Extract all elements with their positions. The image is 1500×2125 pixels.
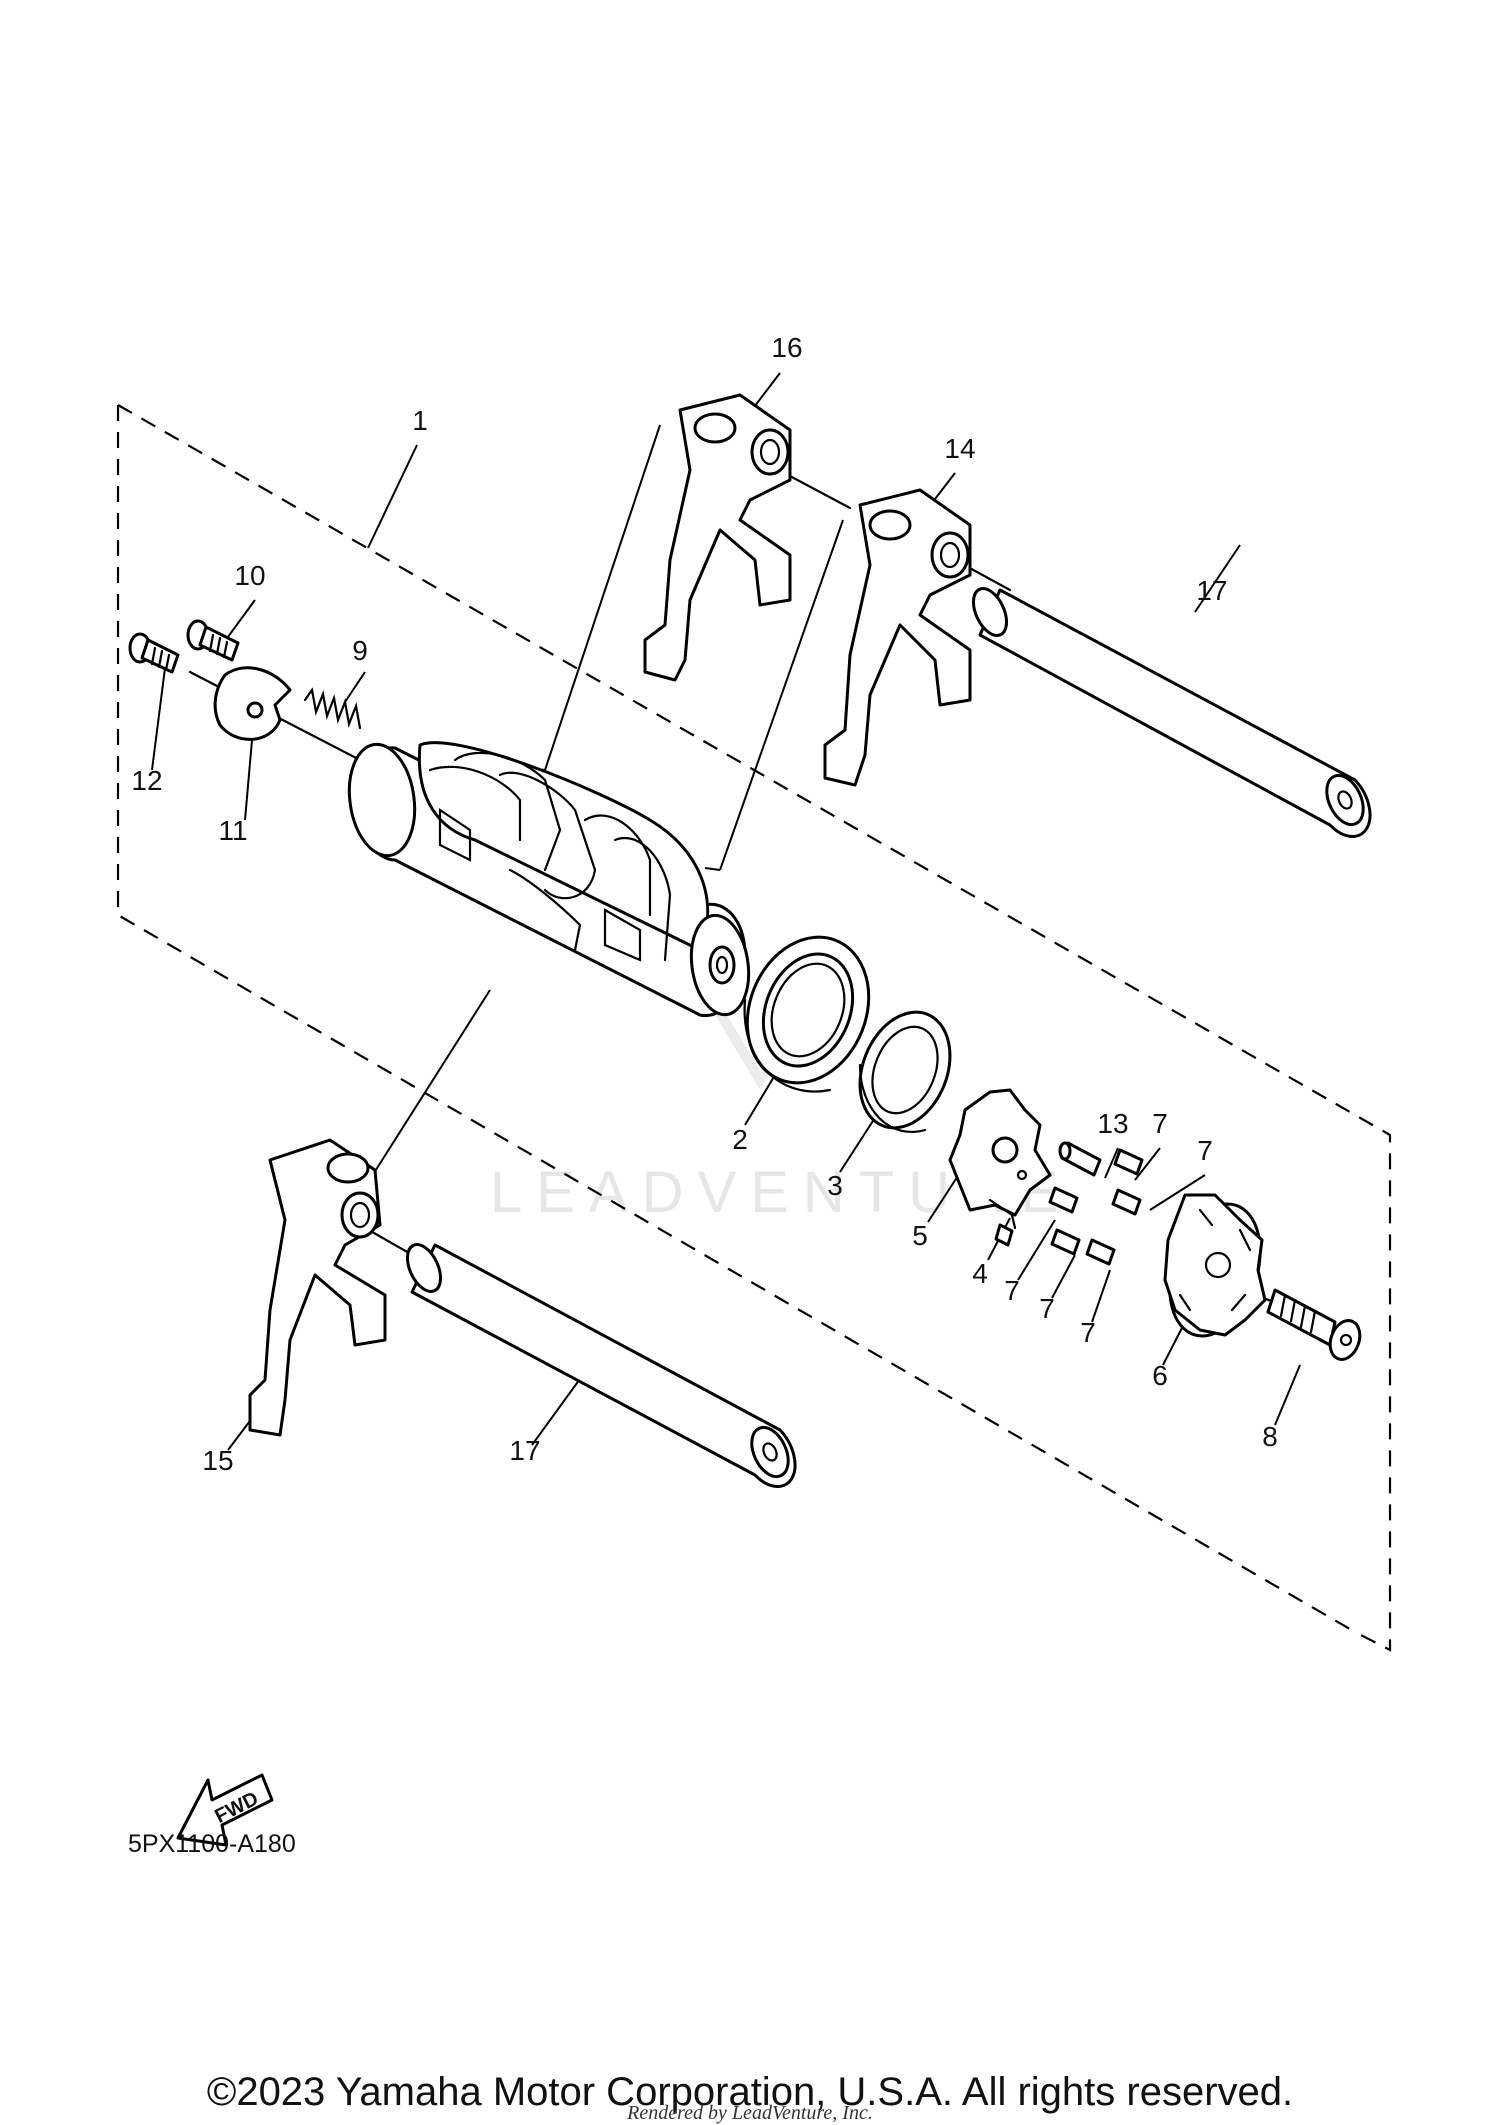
callout-c6: 6	[1152, 1360, 1168, 1391]
ring-3	[858, 1010, 952, 1133]
callout-c12: 12	[131, 765, 162, 796]
callout-c5: 5	[912, 1220, 928, 1251]
callout-c3: 3	[827, 1170, 843, 1201]
dowel-pin-13	[1058, 1141, 1102, 1177]
callout-c10: 10	[234, 560, 265, 591]
pin-4	[988, 1198, 1017, 1247]
dowel-pins-7	[1048, 1148, 1144, 1266]
shift-drum-1	[347, 741, 751, 1017]
callout-c17a: 17	[1196, 575, 1227, 606]
rendered-by-credit: Rendered by LeadVenture, Inc.	[627, 2102, 873, 2124]
callout-c15: 15	[202, 1445, 233, 1476]
callout-c17b: 17	[509, 1435, 540, 1466]
shift-fork-16	[643, 393, 792, 682]
screw-10	[186, 619, 240, 662]
bearing-2	[743, 935, 871, 1093]
callout-c7e: 7	[1080, 1317, 1096, 1348]
fork-shaft-17-upper	[971, 587, 1372, 838]
callout-c7a: 7	[1152, 1108, 1168, 1139]
callout-c1: 1	[412, 405, 428, 436]
callout-c8: 8	[1262, 1421, 1278, 1452]
assembly-boundary	[116, 404, 1392, 1652]
diagram-code: 5PX1100-A180	[128, 1830, 296, 1858]
fork-shaft-17-lower	[405, 1243, 797, 1488]
callout-c7b: 7	[1197, 1135, 1213, 1166]
drum-segment-6	[1163, 1193, 1267, 1338]
copyright-notice: ©2023 Yamaha Motor Corporation, U.S.A. A…	[206, 2070, 1294, 2114]
segment-plate-5	[948, 1088, 1052, 1217]
callout-c11: 11	[218, 815, 247, 846]
spring-9	[303, 687, 362, 730]
screw-8	[1266, 1288, 1362, 1361]
callout-c16: 16	[771, 332, 802, 363]
shift-fork-14	[823, 488, 972, 787]
screw-12	[128, 632, 180, 674]
callout-c13: 13	[1097, 1108, 1128, 1139]
callout-c2: 2	[732, 1124, 748, 1155]
callout-c14: 14	[944, 433, 975, 464]
callout-c7c: 7	[1004, 1275, 1020, 1306]
callout-c4: 4	[972, 1258, 988, 1289]
callout-c7d: 7	[1039, 1293, 1055, 1324]
stopper-plate-11	[213, 666, 292, 741]
callout-c9: 9	[352, 635, 368, 666]
shift-fork-15	[248, 1138, 387, 1437]
